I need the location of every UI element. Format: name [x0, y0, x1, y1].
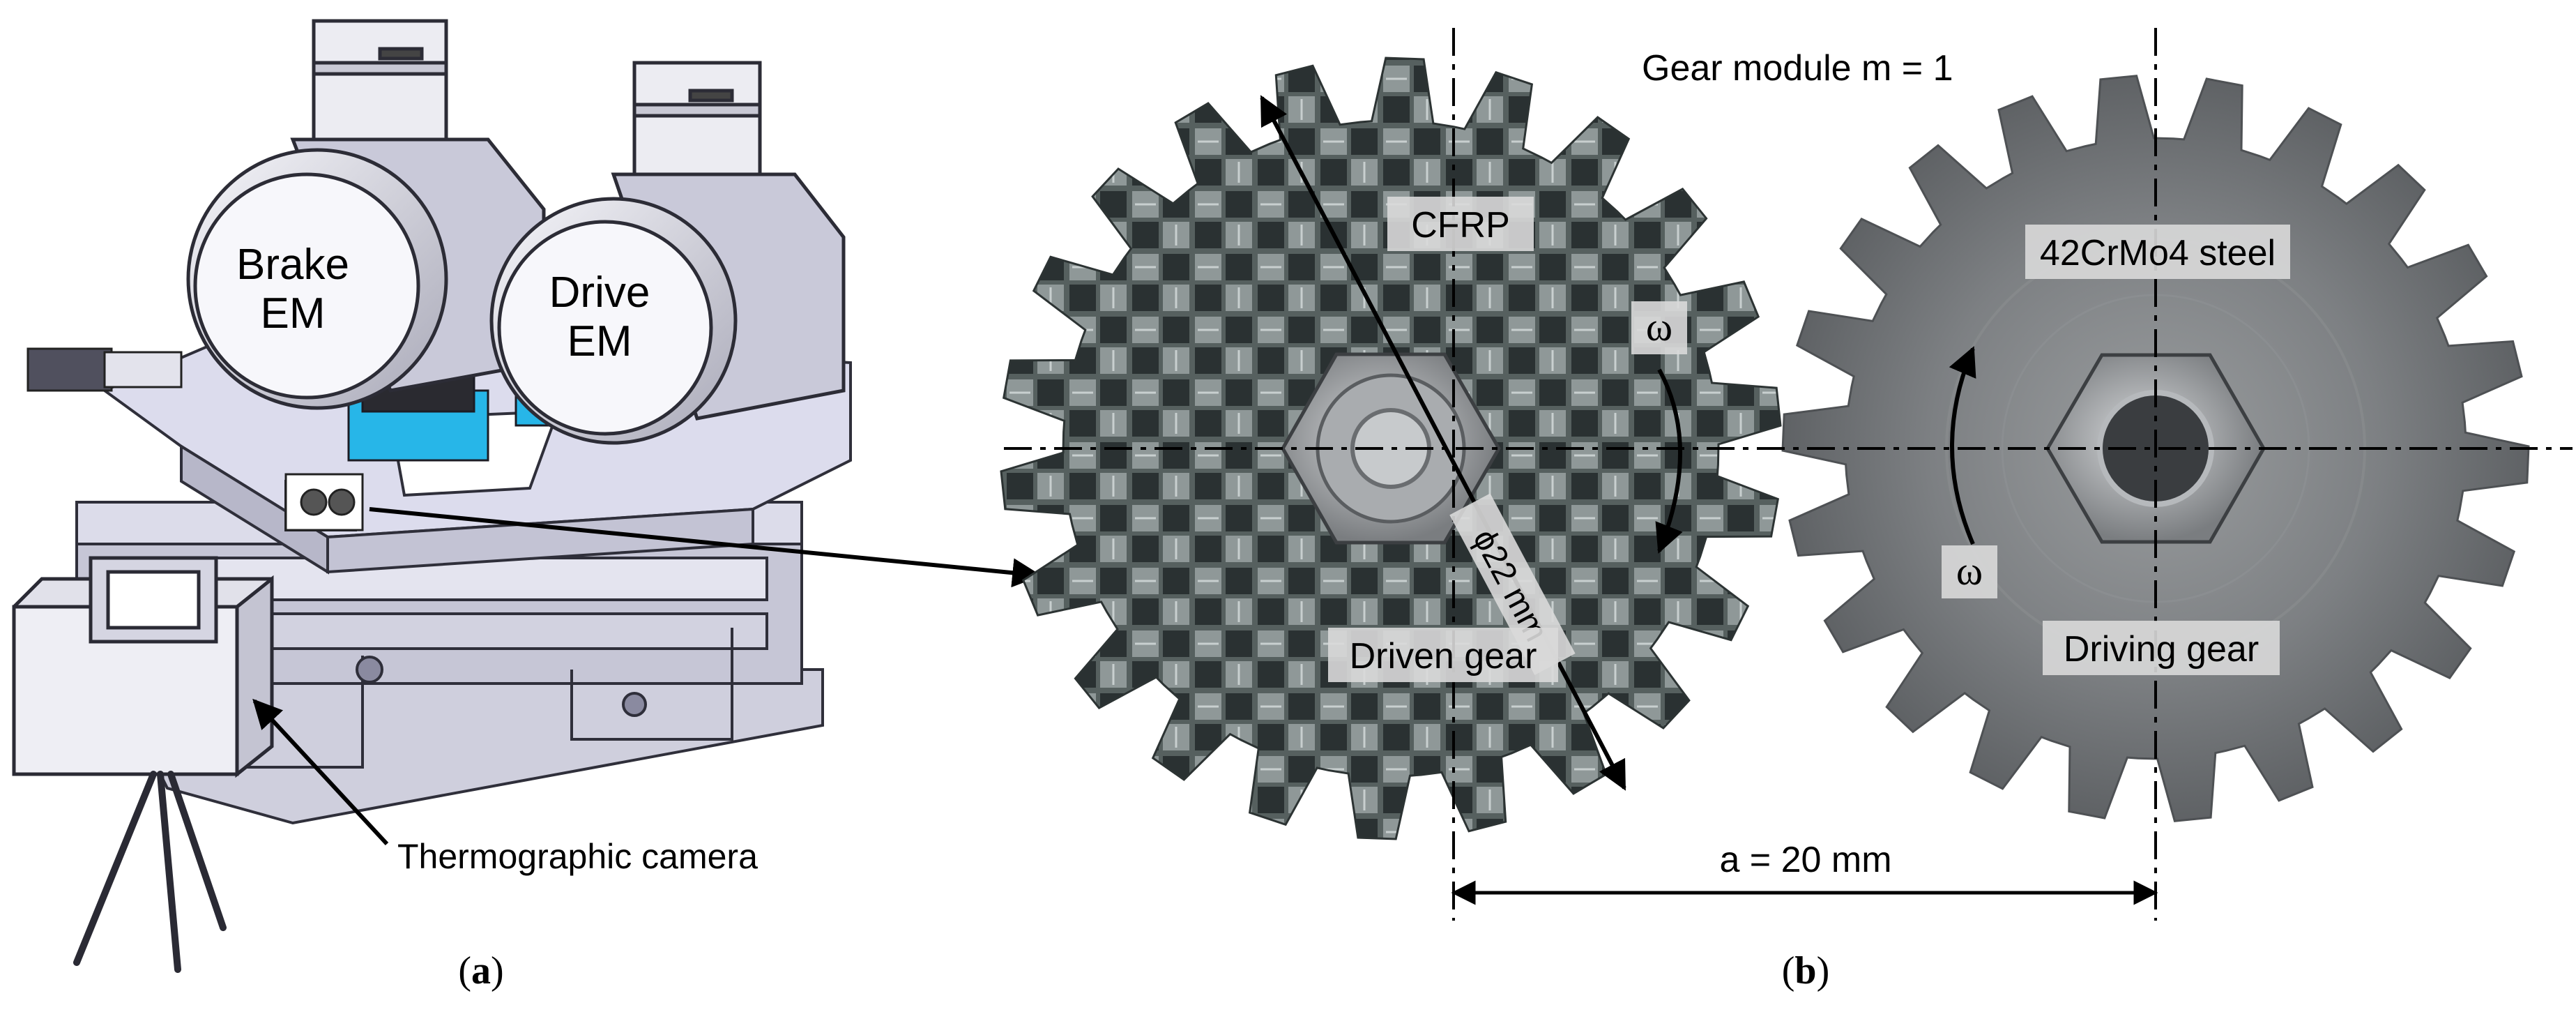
gear-module-label: Gear module m = 1	[1642, 48, 1953, 89]
detail-pointer-arrow	[369, 507, 1042, 588]
drive-em-label-line2: EM	[567, 317, 632, 365]
camera-callout-arrow	[252, 698, 389, 846]
steel-label: 42CrMo4 steel	[2040, 233, 2276, 273]
diameter-dimension-line	[1260, 95, 1626, 791]
driving-gear-label: Driving gear	[2064, 629, 2259, 670]
omega-right-label: ω	[1956, 548, 1983, 594]
adjust-knob	[26, 347, 183, 392]
drive-em-label-line1: Drive	[549, 269, 650, 317]
thermographic-camera-label: Thermographic camera	[397, 837, 758, 876]
cfrp-label: CFRP	[1411, 205, 1510, 246]
panel-b-caption: (b)	[1782, 949, 1829, 992]
panel-a: Brake EM Drive EM Thermographic camera	[12, 19, 1042, 992]
drive-motor	[489, 61, 846, 445]
brake-em-label-line2: EM	[261, 289, 326, 338]
driven-rotation-arrow	[1655, 368, 1683, 554]
driven-gear-label-box	[1328, 628, 1558, 682]
camera-tripod	[73, 771, 227, 973]
thermographic-camera	[12, 556, 274, 778]
omega-right-box	[1942, 545, 1997, 598]
cfrp-label-box	[1387, 197, 1534, 251]
panel-b: ϕ22 mm Gear module m = 1 CFRP 42CrMo4 st…	[1000, 28, 2573, 992]
driven-gear-label: Driven gear	[1350, 636, 1537, 677]
driving-gear-label-box	[2043, 621, 2280, 675]
brake-motor	[186, 19, 546, 410]
omega-left-label: ω	[1646, 304, 1672, 349]
panel-a-caption: (a)	[458, 949, 503, 992]
brake-em-label-line1: Brake	[236, 241, 349, 289]
omega-left-box	[1631, 301, 1687, 354]
driving-rotation-arrow	[1949, 346, 1976, 545]
gear-mount	[284, 473, 364, 531]
center-distance-label: a = 20 mm	[1719, 840, 1891, 880]
steel-label-box	[2025, 225, 2290, 279]
